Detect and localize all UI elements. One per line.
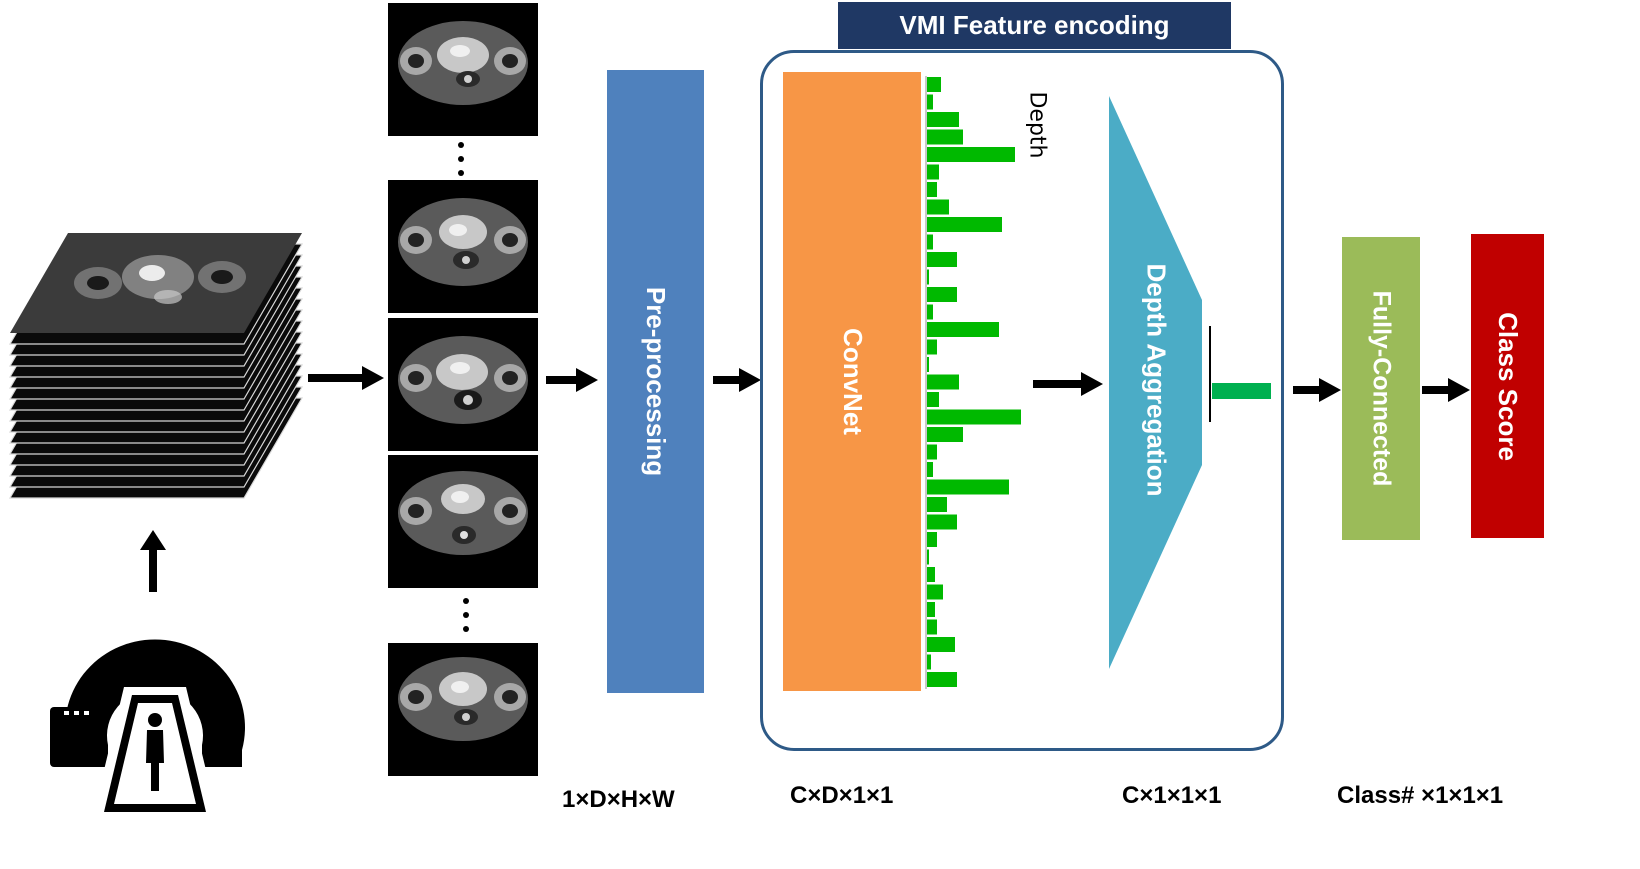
class-score-block: Class Score <box>1471 234 1544 538</box>
convnet-block: ConvNet <box>783 72 921 691</box>
vmi-header-title: VMI Feature encoding <box>899 10 1170 40</box>
depth-feature-bar <box>927 602 935 617</box>
right-arrow-icon <box>1293 378 1341 402</box>
depth-feature-bar <box>927 444 937 460</box>
dimension-label-agg-out: C×1×1×1 <box>1122 782 1222 809</box>
depth-feature-bar <box>927 234 933 250</box>
mri-slice-thumbnail <box>388 3 538 136</box>
depth-feature-bar <box>927 497 947 512</box>
depth-feature-bar <box>927 129 963 145</box>
depth-aggregation-label: Depth Aggregation <box>1141 263 1172 497</box>
mri-slice-thumbnail <box>388 455 538 588</box>
vmi-feature-encoding-frame <box>760 50 1284 751</box>
class-score-label: Class Score <box>1493 311 1523 461</box>
depth-feature-bar <box>927 374 959 390</box>
up-arrow-icon <box>140 530 166 592</box>
depth-axis-label-box: Depth <box>1022 80 1052 170</box>
ellipsis-icon <box>458 142 464 176</box>
depth-feature-bar <box>927 462 933 477</box>
dimension-label-conv-out: C×D×1×1 <box>790 782 894 809</box>
depth-feature-bar <box>927 549 929 565</box>
depth-feature-bar <box>927 409 1021 425</box>
depth-axis-label: Depth <box>1024 91 1050 159</box>
vmi-header-banner: VMI Feature encoding <box>838 2 1231 49</box>
depth-feature-bar <box>927 357 929 372</box>
mri-scanner-icon <box>50 623 245 820</box>
depth-feature-bar <box>927 584 943 600</box>
aggregated-feature-axis <box>1209 326 1211 422</box>
mri-slice-thumbnail <box>388 180 538 313</box>
mri-slice-thumbnail <box>388 318 538 451</box>
convnet-label: ConvNet <box>837 328 868 435</box>
depth-feature-bar <box>927 164 939 180</box>
preprocessing-label: Pre-processing <box>641 286 672 477</box>
depth-feature-bar <box>927 217 1002 232</box>
depth-feature-bar <box>927 637 955 652</box>
right-arrow-icon <box>308 366 384 390</box>
right-arrow-icon <box>1033 372 1103 396</box>
right-arrow-icon <box>546 368 598 392</box>
depth-feature-bar <box>927 479 1009 495</box>
right-arrow-icon <box>1422 378 1470 402</box>
fully-connected-block: Fully-Connected <box>1342 237 1420 540</box>
depth-feature-bar <box>927 252 957 267</box>
depth-feature-bar <box>927 392 939 407</box>
depth-feature-bar <box>927 112 959 127</box>
depth-feature-bar <box>927 94 933 110</box>
fully-connected-label: Fully-Connected <box>1367 290 1396 487</box>
depth-feature-bar <box>927 672 957 687</box>
aggregated-feature-bar <box>1212 383 1271 399</box>
depth-feature-bar <box>927 339 937 355</box>
dimension-label-final: Class# ×1×1×1 <box>1337 782 1504 809</box>
depth-feature-bar <box>927 287 957 302</box>
depth-feature-chart <box>925 76 1021 689</box>
depth-feature-bar <box>927 654 931 670</box>
depth-feature-bar <box>927 147 1015 162</box>
depth-feature-bar <box>927 304 933 320</box>
depth-feature-bar <box>927 269 929 285</box>
right-arrow-icon <box>713 368 761 392</box>
depth-feature-bar <box>927 567 935 582</box>
ellipsis-icon <box>463 598 469 632</box>
mri-slice-thumbnail <box>388 643 538 776</box>
depth-feature-bar <box>927 514 957 530</box>
image-stack-icon <box>8 233 304 499</box>
depth-feature-bar <box>927 427 963 442</box>
depth-feature-bar <box>927 182 937 197</box>
depth-feature-bar <box>927 322 999 337</box>
depth-aggregation-label-box: Depth Aggregation <box>1134 260 1178 500</box>
depth-feature-bar <box>927 77 941 92</box>
dimension-label-input: 1×D×H×W <box>562 786 675 813</box>
depth-feature-bar <box>927 619 937 635</box>
depth-aggregation-block <box>1109 96 1202 669</box>
preprocessing-block: Pre-processing <box>607 70 704 693</box>
depth-feature-bar <box>927 199 949 215</box>
depth-feature-bar <box>927 532 937 547</box>
